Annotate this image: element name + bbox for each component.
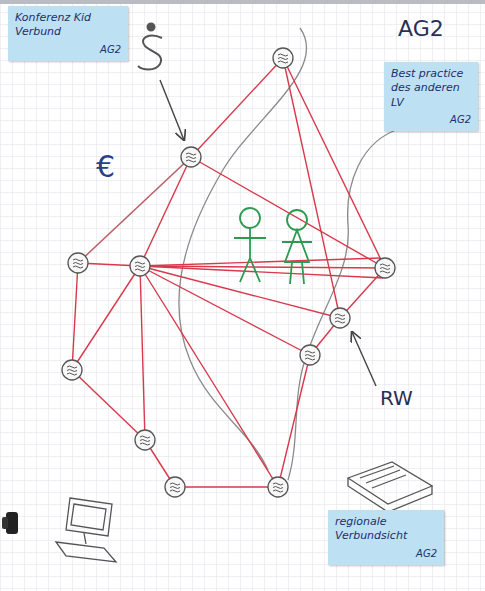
grey-curves	[78, 28, 402, 480]
computer-sketch	[56, 498, 116, 562]
sticky-note: Best practice des anderen LV AG2	[384, 62, 478, 131]
network-node	[135, 430, 155, 450]
flipchart-edge	[0, 0, 485, 4]
handwritten-label: AG2	[398, 18, 444, 40]
network-line	[72, 370, 145, 440]
grey-curve	[288, 128, 402, 480]
grey-line	[78, 157, 191, 263]
pointer-arrow	[352, 332, 376, 386]
network-line	[140, 266, 145, 440]
flipchart-clip	[2, 512, 18, 534]
network-line	[140, 258, 380, 266]
note-text: Best practice des anderen LV	[391, 67, 471, 110]
grey-curve	[179, 28, 307, 470]
network-node	[300, 345, 320, 365]
network-line	[140, 266, 278, 487]
network-line	[283, 58, 385, 268]
figure-body	[282, 230, 312, 284]
device-lines	[360, 466, 406, 488]
sticky-note: Konferenz Kid VerbundAG2	[8, 6, 128, 61]
network-line	[140, 266, 340, 318]
figure-head	[240, 208, 260, 228]
sticky-note: regionale VerbundsichtAG2	[328, 510, 444, 565]
network-node	[273, 48, 293, 68]
network-node	[375, 258, 395, 278]
screen	[71, 504, 106, 530]
sparkasse-symbol	[138, 24, 162, 70]
network-line	[278, 355, 310, 487]
network-line	[140, 157, 191, 266]
device-top	[348, 462, 432, 504]
red-network	[72, 58, 385, 487]
network-node	[68, 253, 88, 273]
network-line	[72, 263, 78, 370]
currency-symbol: €	[96, 152, 115, 182]
network-line	[191, 157, 385, 268]
network-node	[130, 256, 150, 276]
keyboard	[56, 542, 116, 562]
network-line	[72, 266, 140, 370]
network-node	[62, 360, 82, 380]
network-line	[140, 266, 310, 355]
clip-knob	[2, 517, 8, 529]
network-node	[181, 147, 201, 167]
group-tag: AG2	[335, 547, 437, 560]
monitor	[66, 498, 112, 536]
handwritten-label: RW	[380, 388, 413, 408]
stand	[84, 533, 86, 544]
network-line	[191, 58, 283, 157]
pointer-arrow	[160, 80, 184, 140]
symbol-dot	[148, 24, 155, 31]
figure-head	[287, 210, 307, 230]
group-tag: AG2	[391, 113, 471, 126]
network-line	[283, 58, 340, 318]
network-node	[330, 308, 350, 328]
device-side	[348, 478, 432, 512]
people-figures	[234, 208, 312, 284]
device-sketch	[348, 462, 432, 512]
figure-body	[234, 228, 266, 282]
network-nodes	[62, 48, 395, 497]
note-text: Konferenz Kid Verbund	[15, 11, 121, 40]
note-text: regionale Verbundsicht	[335, 515, 437, 544]
network-node	[268, 477, 288, 497]
network-line	[78, 157, 191, 263]
network-line	[175, 486, 278, 487]
symbol-s	[138, 36, 162, 70]
group-tag: AG2	[15, 43, 121, 56]
network-node	[165, 477, 185, 497]
